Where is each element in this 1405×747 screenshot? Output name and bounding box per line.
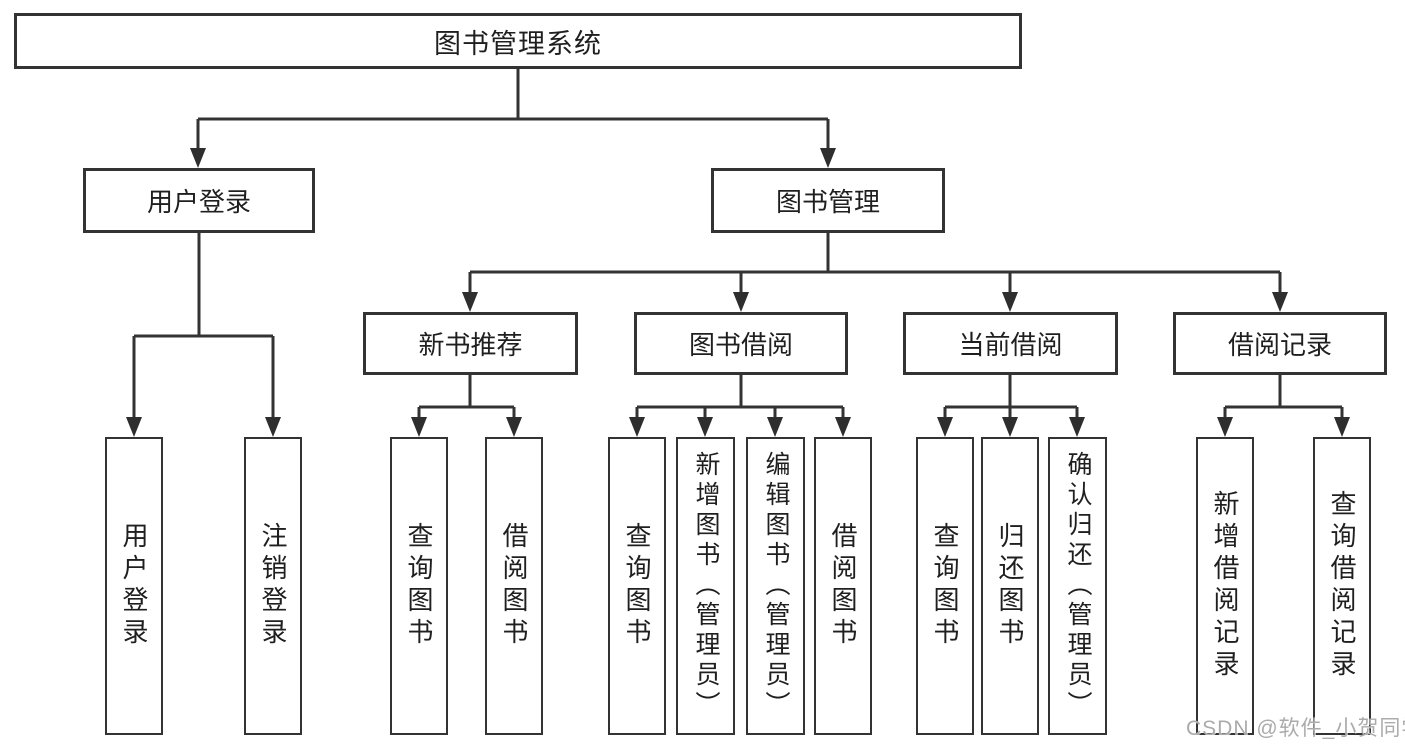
connector-borrow-records-to-leaves [1217,375,1350,437]
leaf-user-login-label: 用户登录 [119,522,149,650]
connector-book-borrow-to-leaves [629,375,851,437]
csdn-watermark: CSDN @软件_小贺同学 [1186,717,1405,740]
leaf-borrow-books-1-label: 借阅图书 [499,522,529,650]
leaf-add-books-admin-label: 新增图书（管理员） [692,451,720,721]
node-book-borrow: 图书借阅 [634,312,848,375]
leaf-query-books-3: 查询图书 [916,437,974,735]
leaf-return-books: 归还图书 [981,437,1039,735]
connector-new-book-recommend-to-leaves [411,375,522,437]
leaf-query-books-1: 查询图书 [390,437,448,735]
node-root-system: 图书管理系统 [14,13,1022,69]
leaf-add-books-admin: 新增图书（管理员） [676,437,735,735]
leaf-borrow-books-2-label: 借阅图书 [828,522,858,650]
node-user-login-label: 用户登录 [146,187,251,217]
connector-user-login-to-leaves [126,233,281,437]
node-current-borrow-label: 当前借阅 [958,330,1063,360]
leaf-user-login: 用户登录 [105,437,163,735]
node-current-borrow: 当前借阅 [903,312,1118,375]
leaf-borrow-books-2: 借阅图书 [814,437,872,735]
node-borrow-records: 借阅记录 [1173,312,1387,375]
leaf-logout-label: 注销登录 [258,522,288,650]
node-book-management-label: 图书管理 [775,187,880,217]
leaf-query-books-3-label: 查询图书 [930,522,960,650]
leaf-borrow-books-1: 借阅图书 [485,437,543,735]
leaf-confirm-return-admin: 确认归还（管理员） [1048,437,1107,735]
node-book-borrow-label: 图书借阅 [688,330,793,360]
node-new-book-recommend: 新书推荐 [363,312,578,375]
node-new-book-recommend-label: 新书推荐 [418,330,523,360]
connector-book-management-to-level3 [462,233,1288,312]
leaf-return-books-label: 归还图书 [995,522,1025,650]
leaf-query-borrow-record-label: 查询借阅记录 [1327,490,1357,682]
leaf-logout: 注销登录 [244,437,302,735]
leaf-query-books-1-label: 查询图书 [404,522,434,650]
leaf-add-borrow-record-label: 新增借阅记录 [1210,490,1240,682]
leaf-edit-books-admin: 编辑图书（管理员） [746,437,805,735]
leaf-query-books-2: 查询图书 [608,437,666,735]
leaf-query-borrow-record: 查询借阅记录 [1313,437,1371,735]
leaf-confirm-return-admin-label: 确认归还（管理员） [1064,451,1092,721]
node-book-management: 图书管理 [711,168,945,233]
connector-current-borrow-to-leaves [937,375,1085,437]
node-borrow-records-label: 借阅记录 [1227,330,1332,360]
node-user-login: 用户登录 [83,168,315,233]
leaf-add-borrow-record: 新增借阅记录 [1196,437,1254,735]
connector-root-to-level2 [190,69,836,168]
node-root-system-label: 图书管理系统 [434,28,602,59]
leaf-edit-books-admin-label: 编辑图书（管理员） [762,451,790,721]
leaf-query-books-2-label: 查询图书 [622,522,652,650]
